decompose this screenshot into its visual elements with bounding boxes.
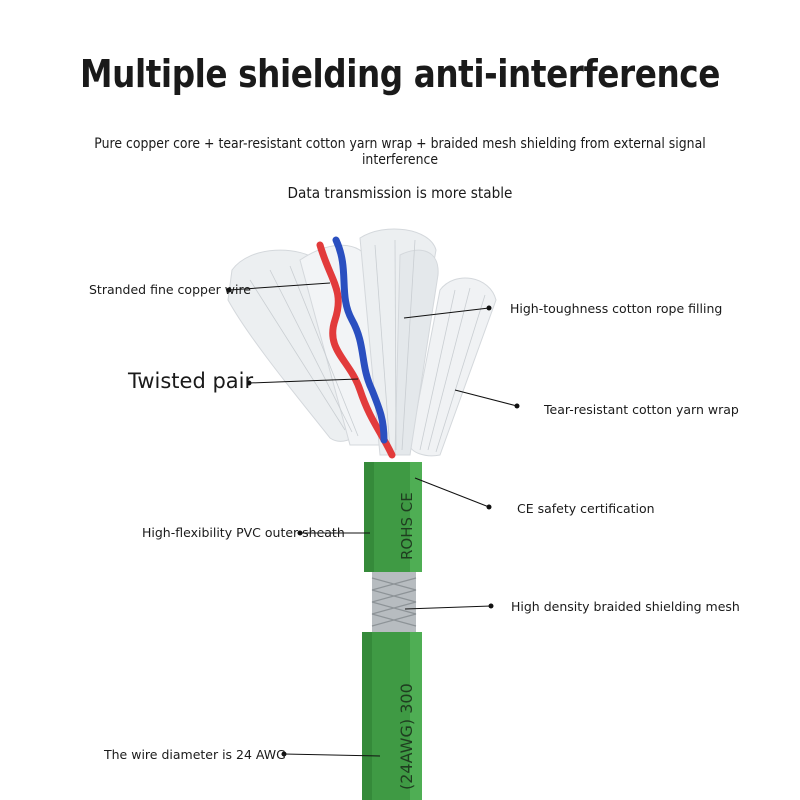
label-cotton-rope: High-toughness cotton rope filling: [510, 301, 723, 316]
leader-dots: [226, 287, 520, 757]
label-stranded-copper: Stranded fine copper wire: [89, 282, 251, 297]
subtitle: Pure copper core + tear-resistant cotton…: [94, 136, 706, 168]
braided-shield: [372, 572, 416, 632]
label-wire-diameter: The wire diameter is 24 AWG: [104, 747, 286, 762]
label-braided-mesh: High density braided shielding mesh: [511, 599, 740, 614]
twisted-pair-wires: [316, 236, 396, 459]
label-cotton-wrap: Tear-resistant cotton yarn wrap: [544, 402, 739, 417]
label-pvc-sheath: High-flexibility PVC outer sheath: [142, 525, 345, 540]
label-twisted-pair: Twisted pair: [128, 369, 254, 393]
fiber-streaks: [249, 239, 486, 453]
braid-pattern: [371, 577, 417, 627]
page-title: Multiple shielding anti-interference: [80, 52, 720, 96]
sleeve-print-top: ROHS CE: [398, 492, 416, 560]
subtitle-secondary: Data transmission is more stable: [287, 184, 513, 202]
label-ce-cert: CE safety certification: [517, 501, 655, 516]
sleeve-print-bottom: (24AWG) 300: [397, 683, 416, 790]
leader-lines: [228, 282, 518, 757]
